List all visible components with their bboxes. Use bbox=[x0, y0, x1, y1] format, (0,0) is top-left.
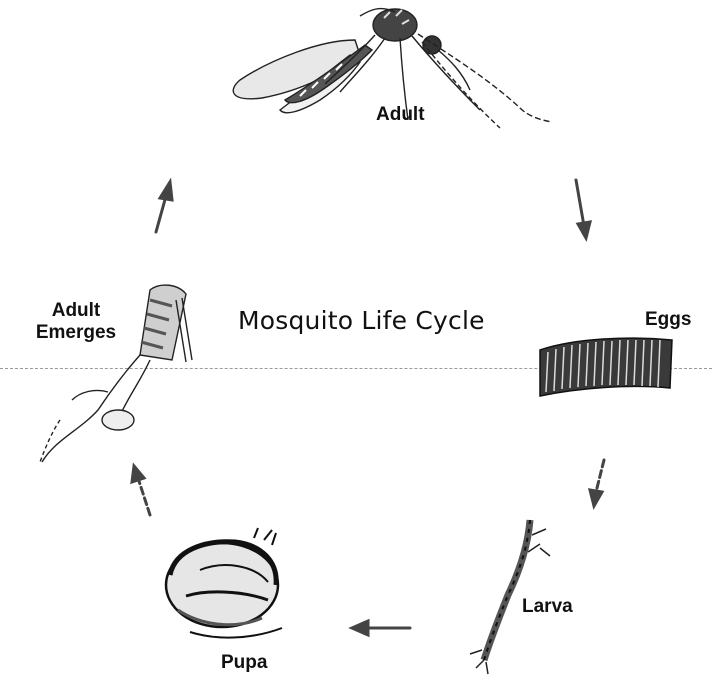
stage-label-adult: Adult bbox=[376, 104, 425, 126]
stage-label-pupa: Pupa bbox=[221, 652, 267, 674]
stage-label-adult-emerges: Adult Emerges bbox=[30, 300, 122, 344]
adult-emerges-line1: Adult bbox=[30, 300, 122, 322]
diagram-title: Mosquito Life Cycle bbox=[238, 306, 485, 335]
adult-emerges-line2: Emerges bbox=[30, 322, 122, 344]
pupa-icon bbox=[166, 528, 282, 638]
egg-raft-icon bbox=[540, 338, 672, 396]
stage-label-eggs: Eggs bbox=[645, 309, 691, 331]
stage-label-larva: Larva bbox=[522, 596, 573, 618]
